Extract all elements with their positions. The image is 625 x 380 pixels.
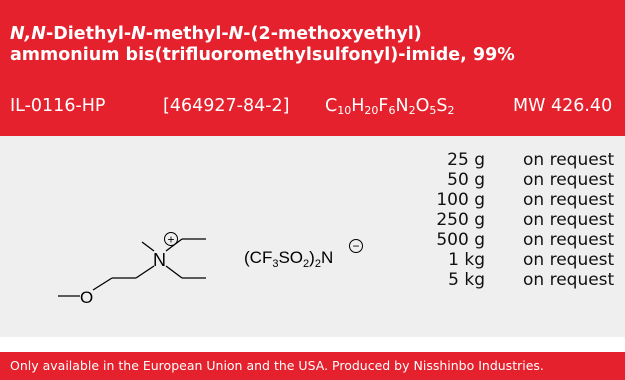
negative-charge-sign: −	[352, 239, 359, 253]
footer-banner: Only available in the European Union and…	[0, 352, 625, 380]
product-title-line-2: ammonium bis(trifluoromethylsulfonyl)-im…	[10, 45, 515, 65]
package-size: 1 kg	[448, 250, 485, 270]
product-body	[0, 136, 625, 337]
package-size: 250 g	[436, 210, 485, 230]
structure-bonds	[58, 238, 206, 297]
cas-number: [464927-84-2]	[163, 96, 290, 116]
title-segment-methoxyethyl: -(2-methoxyethyl)	[243, 24, 422, 44]
molecular-weight: MW 426.40	[513, 96, 613, 116]
product-meta-row: IL-0116-HP [464927-84-2] C10H20F6N2O5S2 …	[0, 94, 625, 118]
anion-formula: (CF3SO2)2N	[244, 248, 333, 270]
catalog-number: IL-0116-HP	[10, 96, 106, 116]
availability-note: Only available in the European Union and…	[10, 358, 544, 373]
package-size: 5 kg	[448, 270, 485, 290]
package-size: 500 g	[436, 230, 485, 250]
italic-prefix-n: N	[228, 24, 244, 44]
chemical-structure: O N + (CF3SO2)2N −	[58, 232, 363, 307]
package-price: on request	[523, 230, 615, 250]
product-title: N,N-Diethyl-N-methyl-N-(2-methoxyethyl) …	[10, 24, 620, 66]
ch2-n-bond	[135, 265, 155, 279]
oxygen-atom: O	[80, 288, 93, 307]
package-price: on request	[523, 170, 615, 190]
product-title-line-1: N,N-Diethyl-N-methyl-N-(2-methoxyethyl)	[10, 24, 620, 45]
negative-charge-icon	[349, 239, 363, 253]
italic-prefix-nn: N,N	[10, 24, 46, 44]
positive-charge-sign: +	[167, 233, 174, 247]
package-price: on request	[523, 190, 615, 210]
title-segment-methyl: -methyl-	[145, 24, 229, 44]
italic-prefix-n: N	[131, 24, 146, 44]
positive-charge-icon	[164, 232, 178, 246]
product-header: N,N-Diethyl-N-methyl-N-(2-methoxyethyl) …	[0, 0, 625, 136]
n-ethyl-lower-bond-1	[165, 265, 183, 279]
package-price: on request	[523, 150, 615, 170]
molecular-formula: C10H20F6N2O5S2	[325, 96, 455, 117]
package-size: 25 g	[447, 150, 485, 170]
n-methyl-bond	[141, 241, 155, 252]
o-ch2-bond	[92, 277, 113, 291]
package-size: 100 g	[436, 190, 485, 210]
package-price: on request	[523, 270, 615, 290]
cation-nitrogen: N	[153, 250, 166, 270]
package-price: on request	[523, 210, 615, 230]
package-size: 50 g	[447, 170, 485, 190]
package-price: on request	[523, 250, 615, 270]
title-segment-diethyl: -Diethyl-	[45, 24, 132, 44]
